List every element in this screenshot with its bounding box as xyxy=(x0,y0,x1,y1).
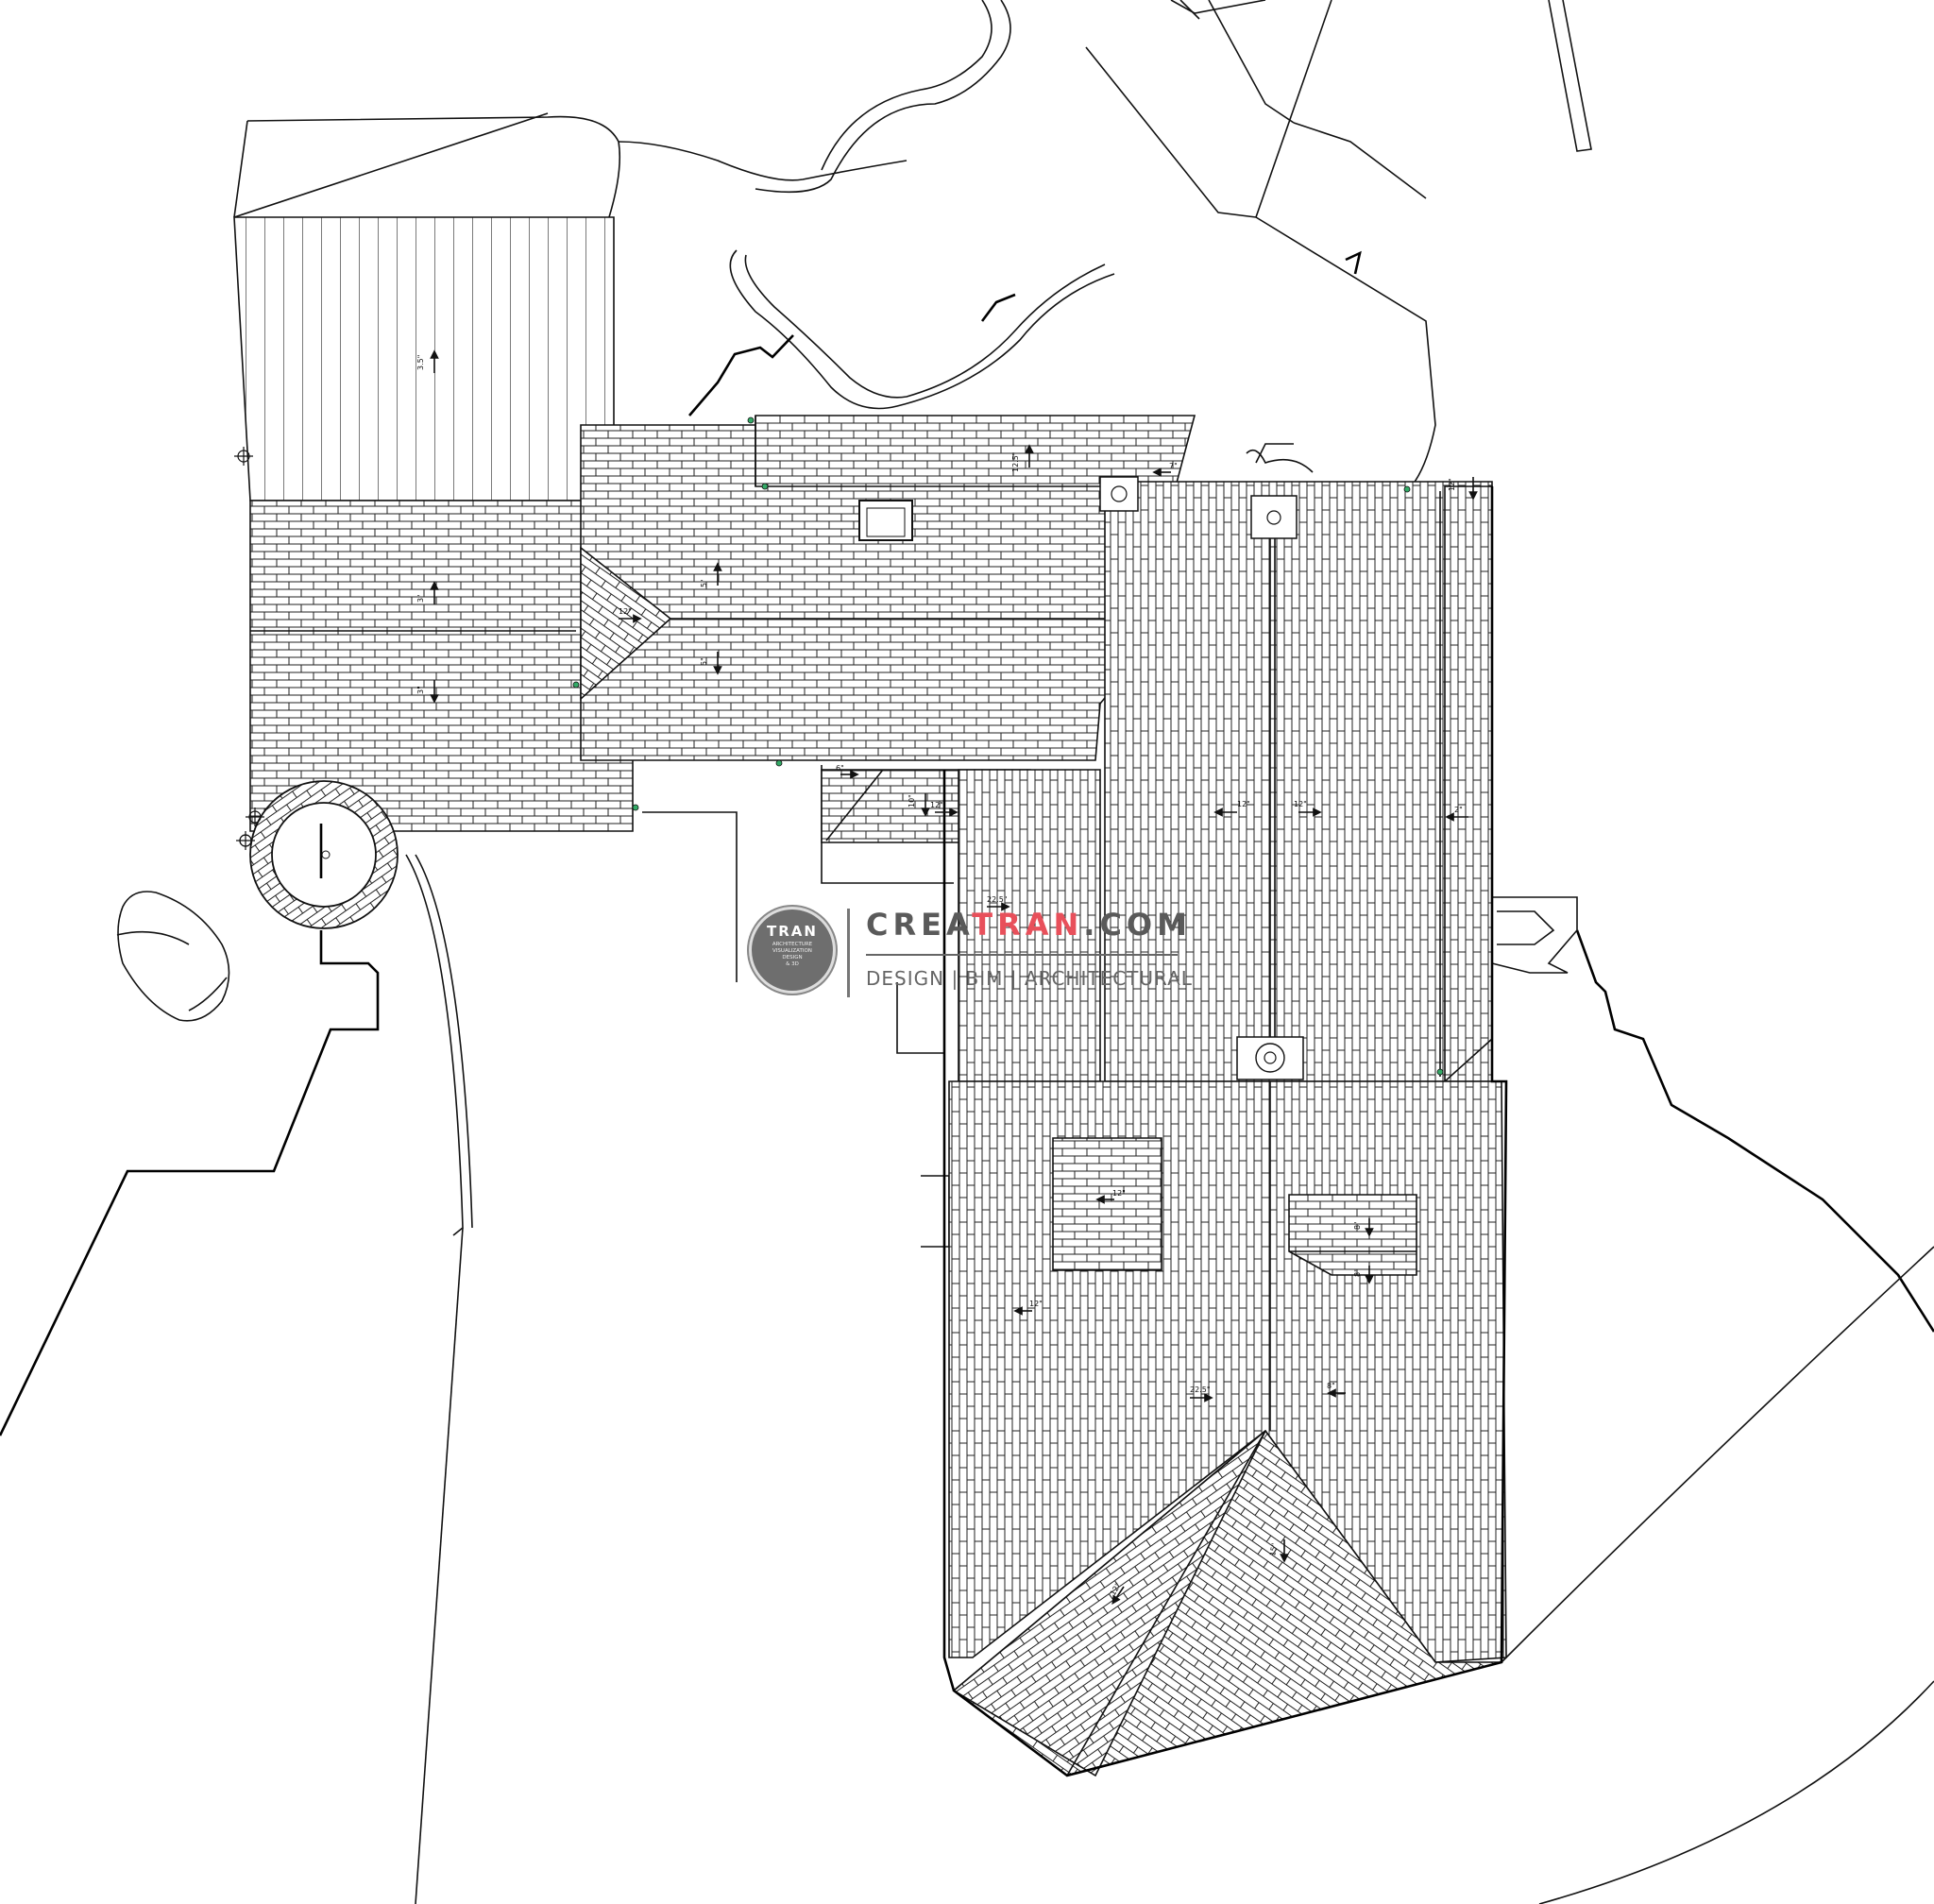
logo-badge: TRAN ARCHITECTURE VISUALIZATION DESIGN &… xyxy=(749,907,836,994)
slope-arrow: 3.5" xyxy=(416,349,439,373)
slope-label: 3" xyxy=(416,686,425,694)
slope-arrow: 15" xyxy=(1268,1539,1289,1563)
slope-arrow: 12" xyxy=(1095,1189,1126,1204)
logo-sub-line: DESIGN xyxy=(782,955,803,960)
slope-label: 12" xyxy=(1029,1300,1043,1308)
slope-arrow: 8" xyxy=(1353,1266,1374,1284)
brand-prefix: CREA xyxy=(866,907,973,943)
slope-arrow: 10" xyxy=(908,793,930,817)
slope-label: 22.5" xyxy=(987,895,1008,904)
slope-label: 12" xyxy=(1237,800,1250,808)
logo-subtitle: ARCHITECTURE VISUALIZATION DESIGN & 3D xyxy=(752,942,833,968)
slope-arrow: 12" xyxy=(1013,1300,1043,1316)
slope-arrow: 2" xyxy=(1445,806,1468,822)
slope-arrow: 12.5" xyxy=(1011,444,1034,473)
slope-label: 8" xyxy=(1353,1221,1362,1230)
slope-arrow: 12" xyxy=(1294,800,1322,817)
slope-arrow: 3" xyxy=(416,581,439,604)
logo-sub-line: VISUALIZATION xyxy=(772,948,812,954)
slope-label: 3.5" xyxy=(416,355,425,370)
watermark-logo: TRAN ARCHITECTURE VISUALIZATION DESIGN &… xyxy=(749,907,1192,1001)
brand-underline xyxy=(866,954,1178,956)
slope-arrow: 22.5" xyxy=(1190,1386,1213,1402)
slope-arrow: 3" xyxy=(416,680,439,704)
slope-label: 5" xyxy=(700,657,708,666)
logo-divider xyxy=(847,909,850,997)
slope-label: 2" xyxy=(1454,806,1463,814)
brand-suffix: .COM xyxy=(1083,907,1192,943)
logo-sub-line: & 3D xyxy=(786,961,799,967)
slope-label: 12" xyxy=(1294,800,1307,808)
slope-arrow: 12" xyxy=(619,607,642,623)
slope-label: 6" xyxy=(836,764,844,773)
survey-markers xyxy=(234,416,1444,1076)
slope-label: 10" xyxy=(908,794,916,808)
slope-arrow: 8" xyxy=(1327,1382,1346,1398)
slope-label: 12" xyxy=(619,607,632,616)
slope-arrow: 7" xyxy=(1152,462,1178,477)
slope-label: 12" xyxy=(1112,1189,1126,1198)
slope-label: 15" xyxy=(1268,1542,1279,1556)
slope-label: 7" xyxy=(1169,462,1178,470)
logo-sub-line: ARCHITECTURE xyxy=(772,942,813,947)
slope-label: 12" xyxy=(930,801,943,809)
slope-arrow: 12" xyxy=(1109,1581,1125,1605)
brand-name: CREATRAN.COM xyxy=(866,907,1192,943)
slope-arrow: 5" xyxy=(700,562,722,587)
slope-label: 5" xyxy=(700,579,708,587)
brand-tagline: DESIGN | BIM | ARCHITECTURAL xyxy=(866,967,1193,990)
slope-label: 12" xyxy=(1448,478,1456,491)
slope-label: 12.5" xyxy=(1011,452,1020,473)
slope-arrow: 12" xyxy=(930,801,959,817)
slope-arrow: 5" xyxy=(700,652,722,675)
slope-arrow: 12" xyxy=(1213,800,1250,817)
slope-arrow: 6" xyxy=(836,764,859,779)
slope-annotations: 3.5" 3" 3" 12.5" 5" 5" 12" 12" 10" 12" 1… xyxy=(416,349,1478,1605)
brand-accent: TRAN xyxy=(972,907,1084,943)
slope-arrow: 22.5" xyxy=(987,895,1010,911)
slope-arrow: 12" xyxy=(1448,477,1478,501)
slope-label: 8" xyxy=(1353,1268,1362,1277)
logo-title: TRAN xyxy=(767,923,818,940)
slope-label: 22.5" xyxy=(1190,1386,1211,1394)
slope-label: 3" xyxy=(416,594,425,603)
roof-planes xyxy=(233,216,1508,1777)
slope-label: 8" xyxy=(1327,1382,1335,1390)
slope-arrow: 8" xyxy=(1353,1218,1374,1237)
